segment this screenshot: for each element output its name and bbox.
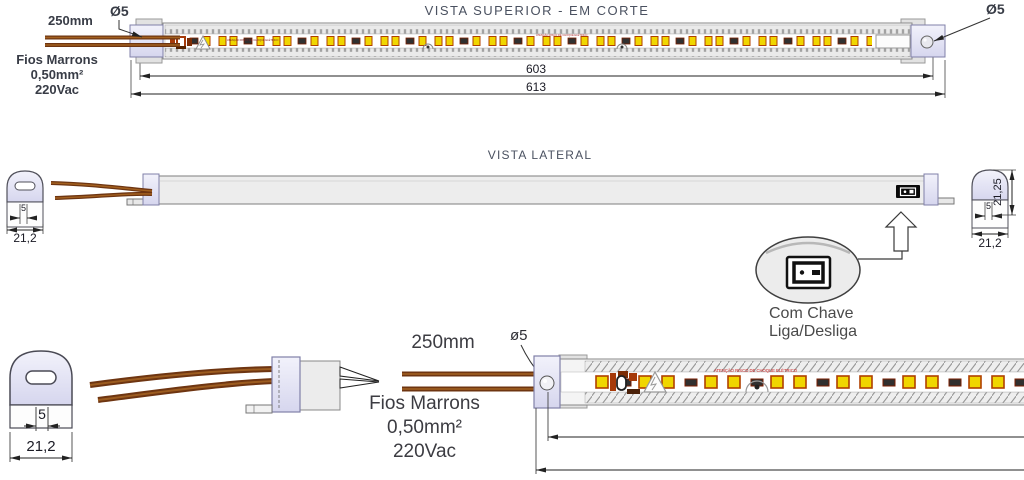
detail-slot-dim: 5 bbox=[38, 406, 46, 422]
wire-note-line: 220Vac bbox=[392, 441, 457, 462]
mount-hole bbox=[539, 375, 555, 391]
warning-triangle-icon bbox=[195, 34, 211, 50]
rail-hatch-bottom bbox=[584, 391, 1024, 404]
left-endcap bbox=[129, 24, 164, 58]
top-view-title: VISTA SUPERIOR - EM CORTE bbox=[424, 3, 650, 18]
cap-base bbox=[6, 201, 44, 228]
switch-callout-line2: Liga/Desliga bbox=[769, 323, 858, 340]
wire-terminal bbox=[170, 36, 192, 49]
end-blank-pcb bbox=[875, 34, 911, 49]
connector-body bbox=[299, 360, 341, 411]
switch-callout-line1: Com Chave bbox=[769, 305, 854, 322]
hole-diameter-label-left: Ø5 bbox=[110, 3, 129, 19]
right-endcap bbox=[923, 173, 939, 206]
connector-foot bbox=[245, 404, 273, 414]
mount-hole-highlight bbox=[923, 38, 927, 42]
wire-note-line: Fios Marrons bbox=[16, 52, 98, 67]
endcap-face-right bbox=[971, 169, 1016, 238]
switch-callout-balloon bbox=[755, 236, 861, 304]
wire-note-line: 220Vac bbox=[34, 82, 80, 97]
hole-diameter-label-right: Ø5 bbox=[986, 1, 1005, 17]
side-right-slot-dim: 5 bbox=[986, 201, 992, 211]
cap-base bbox=[9, 404, 73, 429]
detail-view: ATENÇÃO RISCO DE CHOQUE ELÉTRICO bbox=[9, 344, 1024, 474]
dim-text-603: 603 bbox=[525, 62, 547, 76]
rail-hatch-top bbox=[584, 360, 1024, 373]
wire-note-top: Fios Marrons 0,50mm² 220Vac bbox=[2, 52, 112, 97]
top-view-wires bbox=[45, 35, 180, 47]
side-right-width-dim: 21,2 bbox=[978, 236, 1002, 250]
endcap-face-left bbox=[6, 170, 44, 234]
side-left-width-dim: 21,2 bbox=[13, 231, 37, 245]
right-foot bbox=[937, 197, 955, 205]
strip-warning-text: ATENÇÃO RISCO DE CHOQUE ELÉTRICO bbox=[714, 368, 798, 373]
left-foot bbox=[126, 198, 145, 206]
wire-length-label-detail: 250mm bbox=[411, 332, 475, 353]
wire-note-line: 0,50mm² bbox=[30, 67, 84, 82]
rail-hatch-top bbox=[164, 24, 911, 35]
detail-extension-lines bbox=[535, 392, 549, 474]
callout-elbow-line bbox=[858, 251, 903, 260]
mount-hole-highlight bbox=[543, 379, 547, 383]
wire-terminal bbox=[610, 371, 640, 394]
detail-wires-left bbox=[89, 366, 275, 403]
top-view: ATENÇÃO RISCO DE CHOQUE ELÉTRICO ATENÇÃO… bbox=[45, 17, 991, 98]
bar-body bbox=[157, 175, 927, 205]
warning-triangle-icon bbox=[642, 370, 668, 393]
cap-slot bbox=[25, 370, 57, 385]
hole-leader-left bbox=[118, 20, 143, 38]
balloon-shading bbox=[765, 241, 851, 255]
power-switch bbox=[896, 185, 920, 198]
detail-fixture: ATENÇÃO RISCO DE CHOQUE ELÉTRICO bbox=[533, 354, 1024, 409]
led-row bbox=[178, 35, 872, 47]
side-view-title: VISTA LATERAL bbox=[487, 148, 593, 162]
tiny-warning-label: ATENÇÃO RISCO DE CHOQUE ELÉTRICO bbox=[227, 37, 278, 42]
buzzer-component bbox=[422, 43, 628, 50]
side-left-slot-dim: 5 bbox=[21, 203, 27, 213]
wire-note-line: Fios Marrons bbox=[369, 393, 480, 414]
rail-hatch-bottom bbox=[164, 47, 911, 58]
hole-diameter-label-detail: ø5 bbox=[510, 327, 528, 344]
dim-text-613: 613 bbox=[525, 80, 547, 94]
side-view-fixture bbox=[126, 173, 955, 206]
detail-pointer bbox=[339, 366, 380, 389]
led-row bbox=[592, 373, 1024, 391]
wire-note-line: 0,50mm² bbox=[387, 417, 462, 438]
buzzer-component bbox=[745, 380, 769, 393]
wire-note-detail: Fios Marrons 0,50mm² 220Vac bbox=[352, 392, 497, 464]
slot-dim-ticks bbox=[19, 204, 28, 224]
cap-slot bbox=[14, 181, 36, 191]
tiny-warning-label: ATENÇÃO RISCO DE CHOQUE ELÉTRICO bbox=[536, 32, 587, 37]
endcap-connector-detail bbox=[245, 356, 341, 414]
switch-pointer-arrow bbox=[884, 211, 918, 252]
wire-length-label-top: 250mm bbox=[48, 13, 93, 28]
hole-leader-right bbox=[933, 17, 991, 42]
rocker-switch-icon bbox=[785, 255, 832, 290]
detail-width-dim: 21,2 bbox=[26, 438, 56, 455]
side-view bbox=[6, 169, 1016, 260]
side-right-height-dim: 21,25 bbox=[991, 178, 1004, 206]
endcap-face-large bbox=[9, 350, 73, 462]
top-view-fixture: ATENÇÃO RISCO DE CHOQUE ELÉTRICO ATENÇÃO… bbox=[129, 18, 946, 64]
connector-cap bbox=[271, 356, 301, 413]
side-view-wires bbox=[50, 181, 153, 200]
mount-hole bbox=[920, 35, 934, 49]
